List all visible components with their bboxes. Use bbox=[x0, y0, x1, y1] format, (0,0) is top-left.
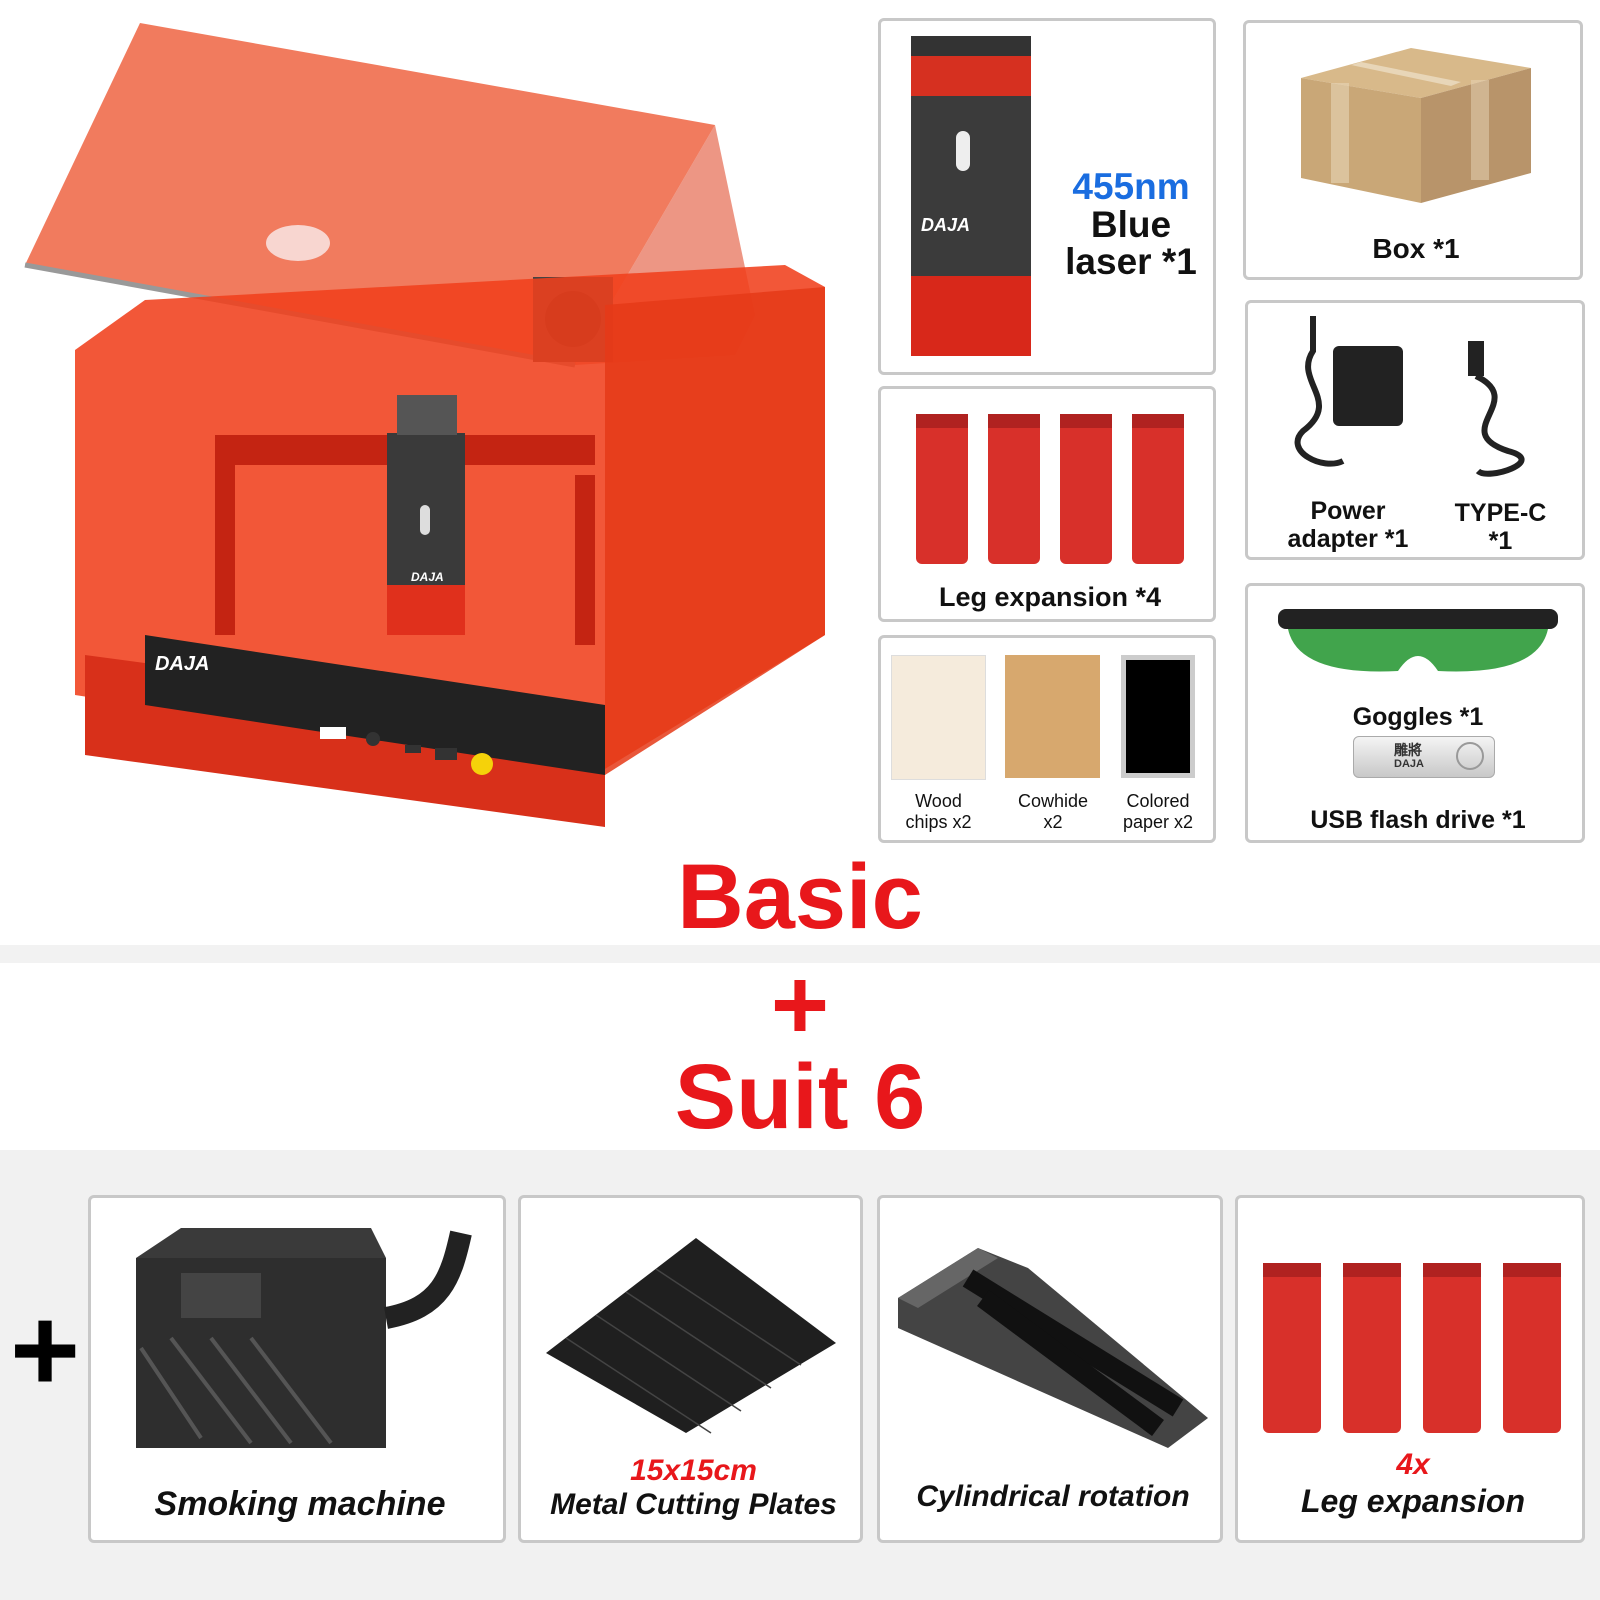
wood-chips-label-line1: Wood bbox=[915, 791, 962, 811]
usb-flash-drive-image: 雕將 DAJA bbox=[1353, 736, 1495, 778]
type-c-label-line1: TYPE-C bbox=[1454, 499, 1547, 527]
metal-plates-size: 15x15cm bbox=[630, 1454, 757, 1487]
rotation-image bbox=[898, 1248, 1208, 1448]
box-card: Box *1 bbox=[1243, 20, 1583, 280]
laser-module-card: DAJA 455nm Blue laser *1 bbox=[878, 18, 1216, 375]
laser-label-line3: laser *1 bbox=[1065, 241, 1197, 282]
goggles-usb-card: Goggles *1 雕將 DAJA USB flash drive *1 bbox=[1245, 583, 1585, 843]
laser-engraver-machine-image: DAJA DAJA bbox=[15, 15, 855, 845]
goggles-label: Goggles *1 bbox=[1352, 703, 1484, 731]
metal-plates-card: 15x15cm Metal Cutting Plates bbox=[518, 1195, 863, 1543]
rotation-card: Cylindrical rotation bbox=[877, 1195, 1223, 1543]
svg-text:DAJA: DAJA bbox=[921, 215, 970, 235]
smoking-machine-image bbox=[136, 1228, 472, 1448]
usb-flash-drive-label: USB flash drive *1 bbox=[1310, 806, 1526, 834]
power-cable-card: Power adapter *1 TYPE-C *1 bbox=[1245, 300, 1585, 560]
rotation-label: Cylindrical rotation bbox=[916, 1480, 1190, 1513]
metal-plates-image bbox=[546, 1238, 836, 1434]
type-c-cable-image bbox=[1468, 341, 1525, 477]
basic-headline: Basic bbox=[677, 846, 923, 948]
wood-chips-label-line2: chips x2 bbox=[905, 812, 972, 832]
suit-plus-sign: + bbox=[9, 1283, 81, 1417]
wood-chips-image bbox=[891, 655, 986, 780]
divider-band bbox=[0, 945, 1600, 963]
svg-text:DAJA: DAJA bbox=[411, 570, 444, 584]
power-adapter-label-line1: Power bbox=[1310, 497, 1386, 525]
materials-card: Wood chips x2 Cowhide x2 Colored paper x… bbox=[878, 635, 1216, 843]
svg-text:DAJA: DAJA bbox=[155, 653, 209, 675]
suit-leg-expansion-image bbox=[1263, 1263, 1561, 1433]
leg-expansion-card: Leg expansion *4 bbox=[878, 386, 1216, 622]
type-c-label-line2: *1 bbox=[1488, 527, 1513, 555]
cowhide-image bbox=[1005, 655, 1100, 778]
suit-leg-expansion-card: 4x Leg expansion bbox=[1235, 1195, 1585, 1543]
cowhide-label-line1: Cowhide bbox=[1017, 791, 1089, 811]
laser-label-line2: Blue bbox=[1090, 204, 1172, 245]
cardboard-box-image bbox=[1301, 48, 1531, 203]
power-adapter-label-line2: adapter *1 bbox=[1287, 525, 1409, 553]
laser-wavelength: 455nm bbox=[1072, 166, 1190, 207]
colored-paper-label-line1: Colored bbox=[1126, 791, 1190, 811]
smoking-machine-label: Smoking machine bbox=[154, 1485, 446, 1523]
metal-plates-label: Metal Cutting Plates bbox=[550, 1488, 837, 1521]
smoking-machine-card: Smoking machine bbox=[88, 1195, 506, 1543]
suit-headline: Suit 6 bbox=[674, 1046, 926, 1148]
power-adapter-image bbox=[1294, 316, 1403, 467]
leg-expansion-image bbox=[916, 414, 1184, 564]
usb-brand-cn: 雕將 bbox=[1394, 743, 1422, 759]
goggles-image bbox=[1278, 609, 1558, 672]
leg-expansion-label: Leg expansion *4 bbox=[938, 582, 1162, 612]
colored-paper-label-line2: paper x2 bbox=[1122, 812, 1194, 832]
suit-leg-expansion-label: Leg expansion bbox=[1300, 1483, 1526, 1519]
cowhide-label-line2: x2 bbox=[1043, 812, 1063, 832]
box-label: Box *1 bbox=[1372, 233, 1460, 264]
laser-module-image: DAJA bbox=[911, 36, 1031, 356]
usb-brand: DAJA bbox=[1394, 758, 1424, 770]
colored-paper-image bbox=[1121, 655, 1195, 778]
plus-headline: + bbox=[770, 949, 830, 1061]
suit-leg-expansion-count: 4x bbox=[1396, 1448, 1430, 1481]
